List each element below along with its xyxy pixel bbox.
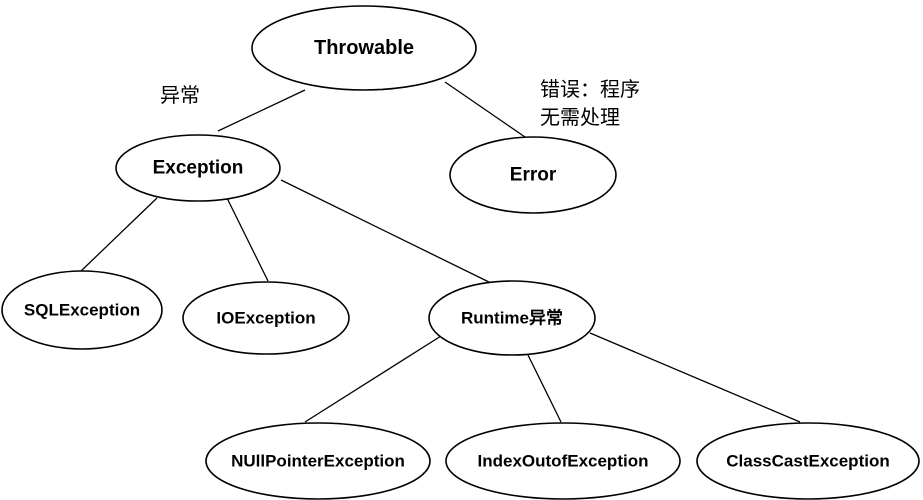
node-ioexception: IOException (182, 281, 350, 355)
node-throwable-label: Throwable (314, 37, 414, 59)
node-throwable: Throwable (251, 5, 477, 91)
node-error: Error (449, 136, 617, 214)
node-error-label: Error (510, 165, 557, 186)
node-nullpointerexception-label: NUllPointerException (231, 452, 405, 471)
node-indexoutofexception-label: IndexOutofException (478, 452, 649, 471)
edge-exception-runtime (280, 179, 496, 286)
edge-throwable-exception (217, 89, 306, 132)
node-exception-label: Exception (153, 158, 244, 179)
node-classcastexception-label: ClassCastException (726, 452, 889, 471)
edge-runtime-classcast (589, 332, 801, 423)
edge-runtime-nullpointer (304, 335, 442, 423)
edges (79, 81, 801, 423)
node-ioexception-label: IOException (216, 309, 315, 328)
node-runtime-exception-label: Runtime异常 (461, 308, 563, 328)
node-exception: Exception (115, 134, 281, 202)
node-sqlexception-label: SQLException (24, 301, 140, 320)
node-sqlexception: SQLException (1, 270, 163, 350)
edge-throwable-error (444, 81, 526, 138)
node-nullpointerexception: NUllPointerException (205, 422, 431, 500)
annotation-exception-note: 异常 (160, 83, 200, 107)
annotation-error-note-line1: 错误：程序 (540, 77, 640, 101)
edge-runtime-indexoutof (526, 352, 562, 423)
node-runtime-exception: Runtime异常 (428, 280, 596, 356)
node-classcastexception: ClassCastException (696, 422, 920, 500)
edge-exception-ioexception (225, 195, 269, 282)
edge-exception-sqlexception (79, 197, 158, 273)
annotation-error-note-line2: 无需处理 (540, 105, 620, 129)
node-indexoutofexception: IndexOutofException (445, 422, 681, 500)
